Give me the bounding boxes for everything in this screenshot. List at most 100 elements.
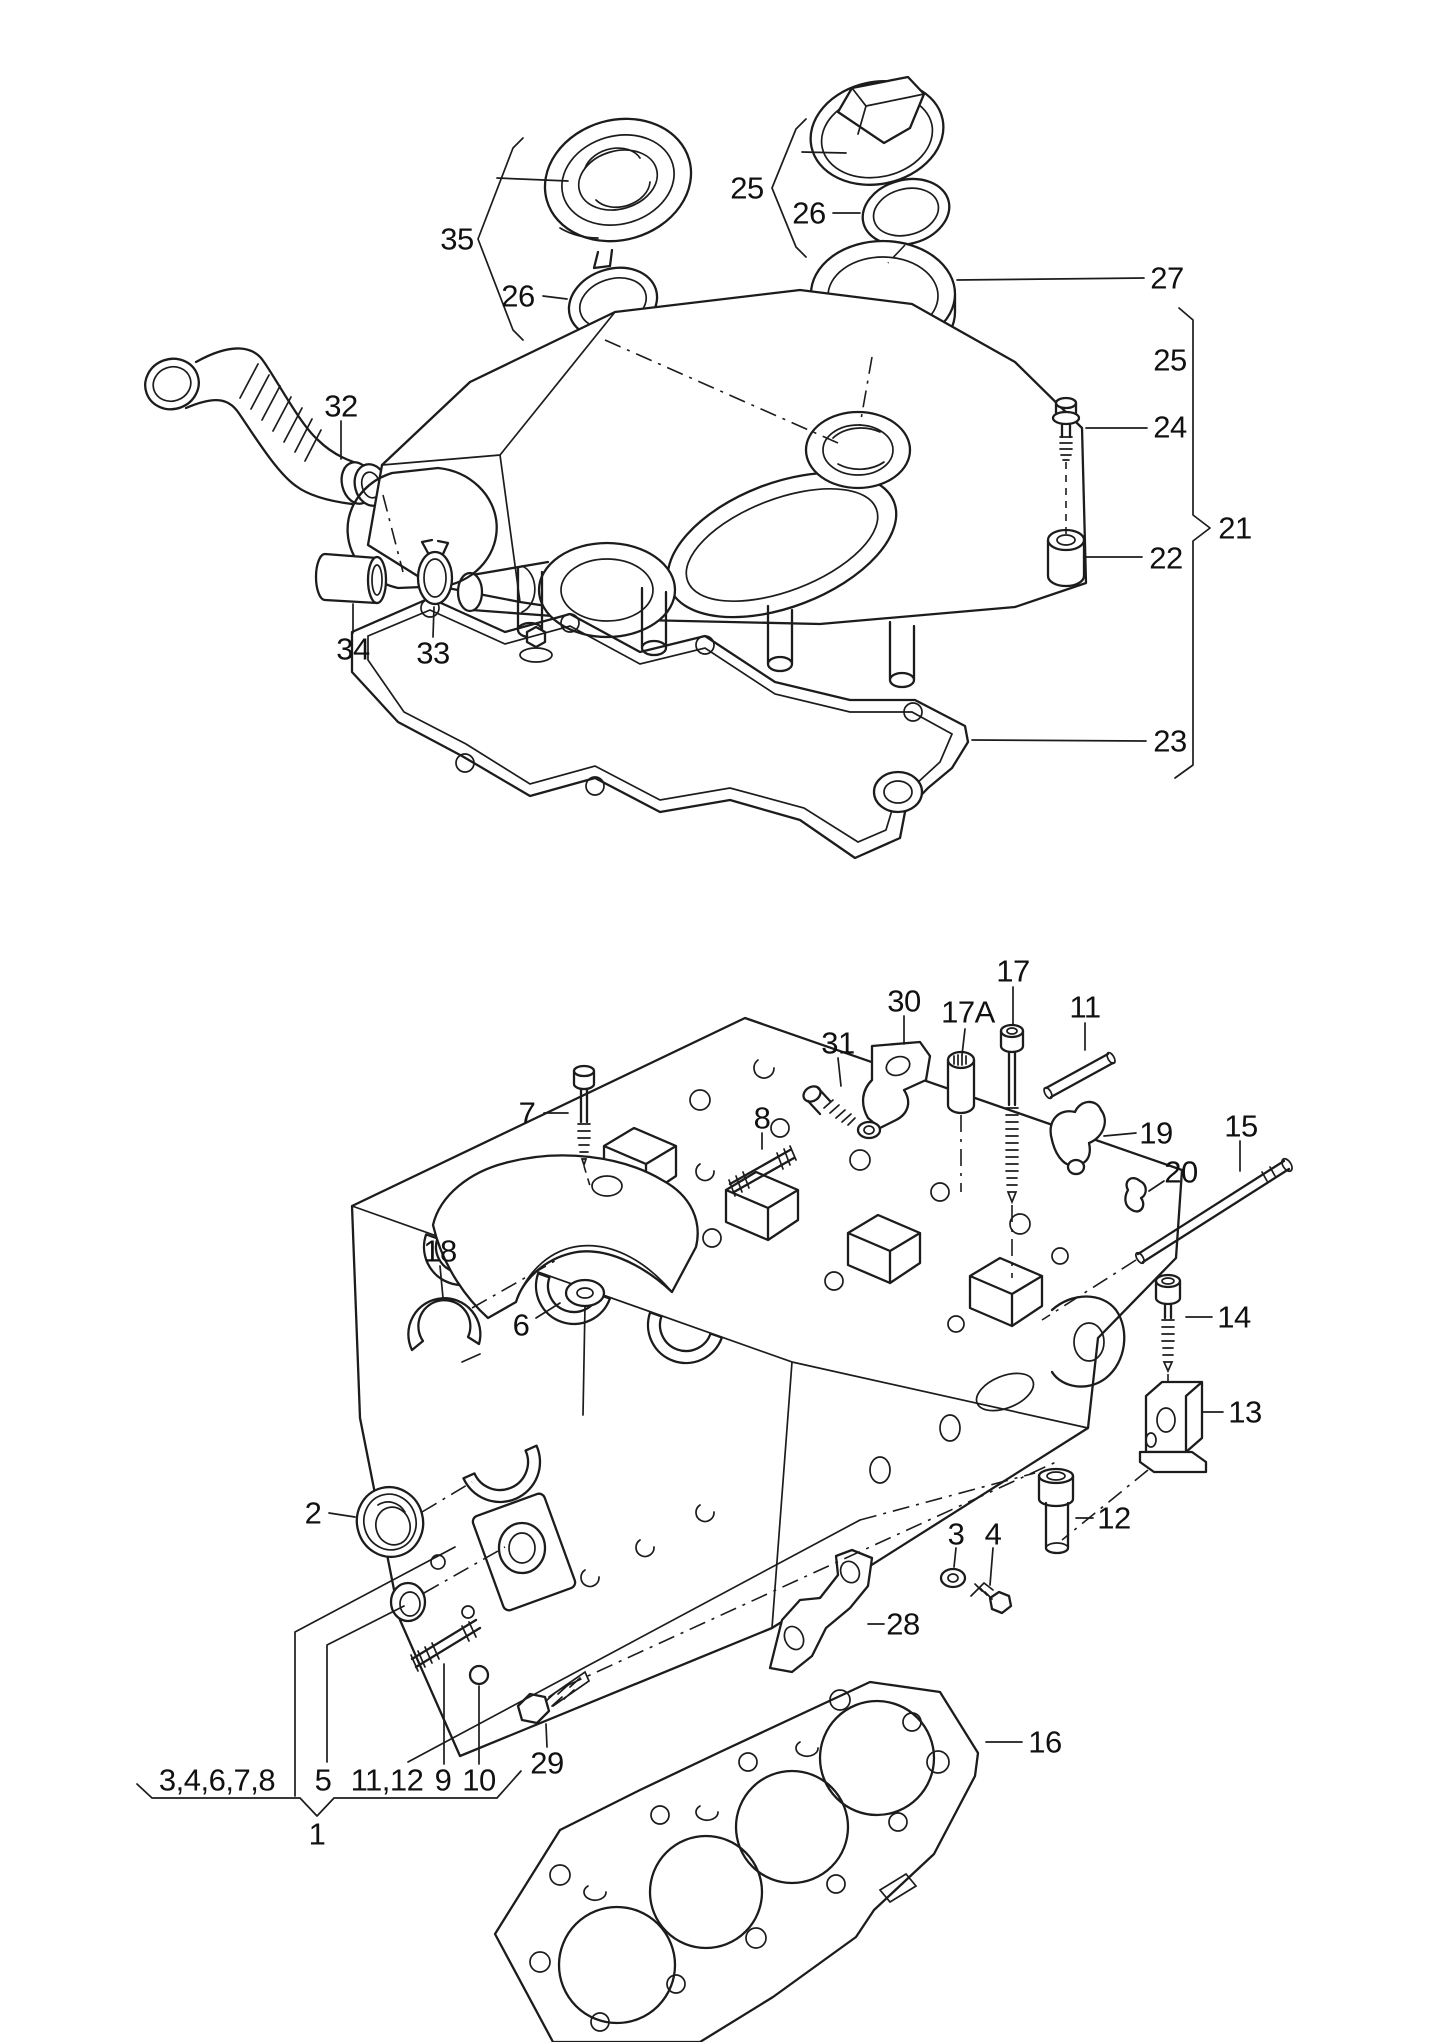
part-1-cylinder-head-stroke [462, 1444, 542, 1504]
part-7-bolt-stroke [579, 1087, 589, 1124]
part-23-cover-gasket-stroke [585, 776, 605, 796]
part-24-cover-bolt-stroke [1060, 422, 1072, 439]
part-35-oil-filler-neck-stroke [561, 134, 675, 226]
part-camshaft-bearing-cap-stroke [515, 1244, 673, 1303]
part-21-valve-cover-stroke [1056, 534, 1076, 546]
part-14-bolt-stroke [1154, 1273, 1182, 1289]
part-13-support-block-stroke [1138, 1450, 1208, 1474]
part-23-cover-gasket-stroke [695, 635, 715, 655]
leader-lines-stroke [407, 1519, 861, 1763]
assembly-axis-lines-stroke [565, 1461, 1057, 1687]
part-10-ball [468, 1664, 490, 1686]
part-15-oil-pipe-stroke [1135, 1251, 1145, 1265]
part-21-valve-cover [346, 288, 1088, 689]
leader-lines-stroke [439, 1265, 444, 1299]
part-label-11-12: 11,12 [351, 1763, 424, 1798]
part-label-27: 27 [1150, 261, 1183, 296]
part-12-plug [1037, 1467, 1075, 1555]
leader-lines-stroke [1148, 1180, 1165, 1192]
part-21-valve-cover-stroke [525, 625, 547, 649]
part-34-cap-sleeve-stroke [366, 555, 388, 605]
leader-lines-stroke [535, 1302, 561, 1319]
part-24-cover-bolt-stroke [1059, 436, 1073, 461]
part-34-cap-sleeve-stroke [371, 564, 383, 596]
part-1-cylinder-head-stroke [930, 1182, 950, 1202]
part-1-cylinder-head-stroke [1051, 1247, 1069, 1265]
part-label-26: 26 [792, 196, 825, 231]
part-33-hose-clamp [416, 538, 454, 606]
part-label-21: 21 [1218, 511, 1251, 546]
part-label-23: 23 [1153, 724, 1186, 759]
leader-lines-stroke [971, 739, 1147, 742]
part-label-8: 8 [754, 1101, 771, 1136]
part-3-washer-stroke [939, 1567, 967, 1589]
part-5-seal-ring-stroke [399, 1591, 421, 1617]
leader-lines-stroke [801, 151, 847, 154]
part-16-head-gasket-stroke [549, 1864, 571, 1886]
part-30-retainer-bracket [856, 1040, 932, 1140]
leader-lines [136, 118, 1241, 1817]
part-31-bolt [802, 1085, 856, 1126]
part-33-hose-clamp-stroke [423, 558, 447, 598]
assembly-axis-lines-stroke [859, 1472, 1036, 1521]
leader-lines-stroke [477, 137, 524, 341]
part-label-33: 33 [416, 636, 449, 671]
part-17A-sleeve-stroke [946, 1050, 976, 1070]
part-label-3: 3 [948, 1517, 965, 1552]
part-21-valve-cover-stroke [832, 427, 885, 471]
part-label-35: 35 [440, 222, 473, 257]
part-16-head-gasket-stroke [650, 1805, 670, 1825]
part-14-bolt-stroke [1161, 1319, 1175, 1374]
part-17-cylinder-head-bolt-stroke [1006, 1027, 1018, 1035]
assembly-axis-lines-stroke [1061, 1469, 1149, 1541]
part-10-ball-stroke [468, 1664, 490, 1686]
part-12-plug-stroke [1044, 1501, 1070, 1555]
part-26-seal-ring-cap-stroke [861, 177, 951, 247]
part-label-31: 31 [821, 1026, 854, 1061]
part-label-18: 18 [423, 1234, 456, 1269]
leader-lines-stroke [496, 177, 569, 182]
part-30-retainer-bracket-stroke [863, 1125, 875, 1135]
part-15-oil-pipe [1135, 1157, 1293, 1265]
leader-lines-stroke [542, 295, 568, 300]
part-8-stud-stroke [728, 1148, 796, 1194]
part-21-valve-cover-stroke [888, 620, 916, 689]
part-11-dowel-pin-stroke [1043, 1086, 1053, 1100]
part-21-valve-cover-stroke [521, 565, 536, 613]
part-12-plug-stroke [1046, 1471, 1066, 1481]
part-9-stud-stroke [410, 1621, 477, 1672]
part-3-washer [939, 1567, 967, 1589]
part-32-breather-hose-stroke [239, 363, 322, 462]
part-camshaft-bearing-cap-stroke [591, 1175, 623, 1197]
part-16-head-gasket-stroke [493, 1680, 980, 2042]
part-32-breather-hose-stroke [184, 399, 354, 506]
part-31-bolt-stroke [823, 1099, 856, 1126]
part-21-valve-cover-stroke [560, 558, 654, 622]
part-5-seal-ring-stroke [389, 1581, 427, 1623]
part-16-head-gasket-stroke [829, 1689, 851, 1711]
part-17A-sleeve [946, 1050, 976, 1115]
part-3-washer-stroke [947, 1573, 959, 1583]
part-21-valve-cover-stroke [1046, 540, 1086, 588]
filler-opening [804, 410, 912, 490]
part-1-cylinder-head-stroke [461, 1605, 475, 1619]
part-12-plug-stroke [1045, 1542, 1069, 1549]
assembly-axis-lines-stroke [421, 1481, 473, 1513]
part-6-washer-stroke [576, 1287, 594, 1299]
part-23-cover-gasket-stroke [350, 596, 970, 860]
part-25-oil-filler-cap-stroke [851, 87, 925, 135]
part-4-bolt-stroke [988, 1590, 1013, 1615]
part-30-retainer-bracket-stroke [856, 1120, 882, 1140]
assembly-axis-lines [382, 244, 1169, 1687]
part-label-2: 2 [305, 1496, 322, 1531]
part-label-6: 6 [513, 1308, 530, 1343]
part-35-oil-filler-neck-stroke [584, 147, 651, 209]
part-24-cover-bolt-stroke [1054, 396, 1078, 410]
part-1-cylinder-head-stroke [947, 1315, 965, 1333]
part-16-head-gasket-stroke [734, 1769, 850, 1885]
part-label-25: 25 [730, 171, 763, 206]
part-18-bearing-shell-stroke [407, 1297, 482, 1352]
part-31-bolt-stroke [806, 1086, 832, 1116]
part-label-12: 12 [1097, 1501, 1130, 1536]
part-5-seal-ring [389, 1581, 427, 1623]
